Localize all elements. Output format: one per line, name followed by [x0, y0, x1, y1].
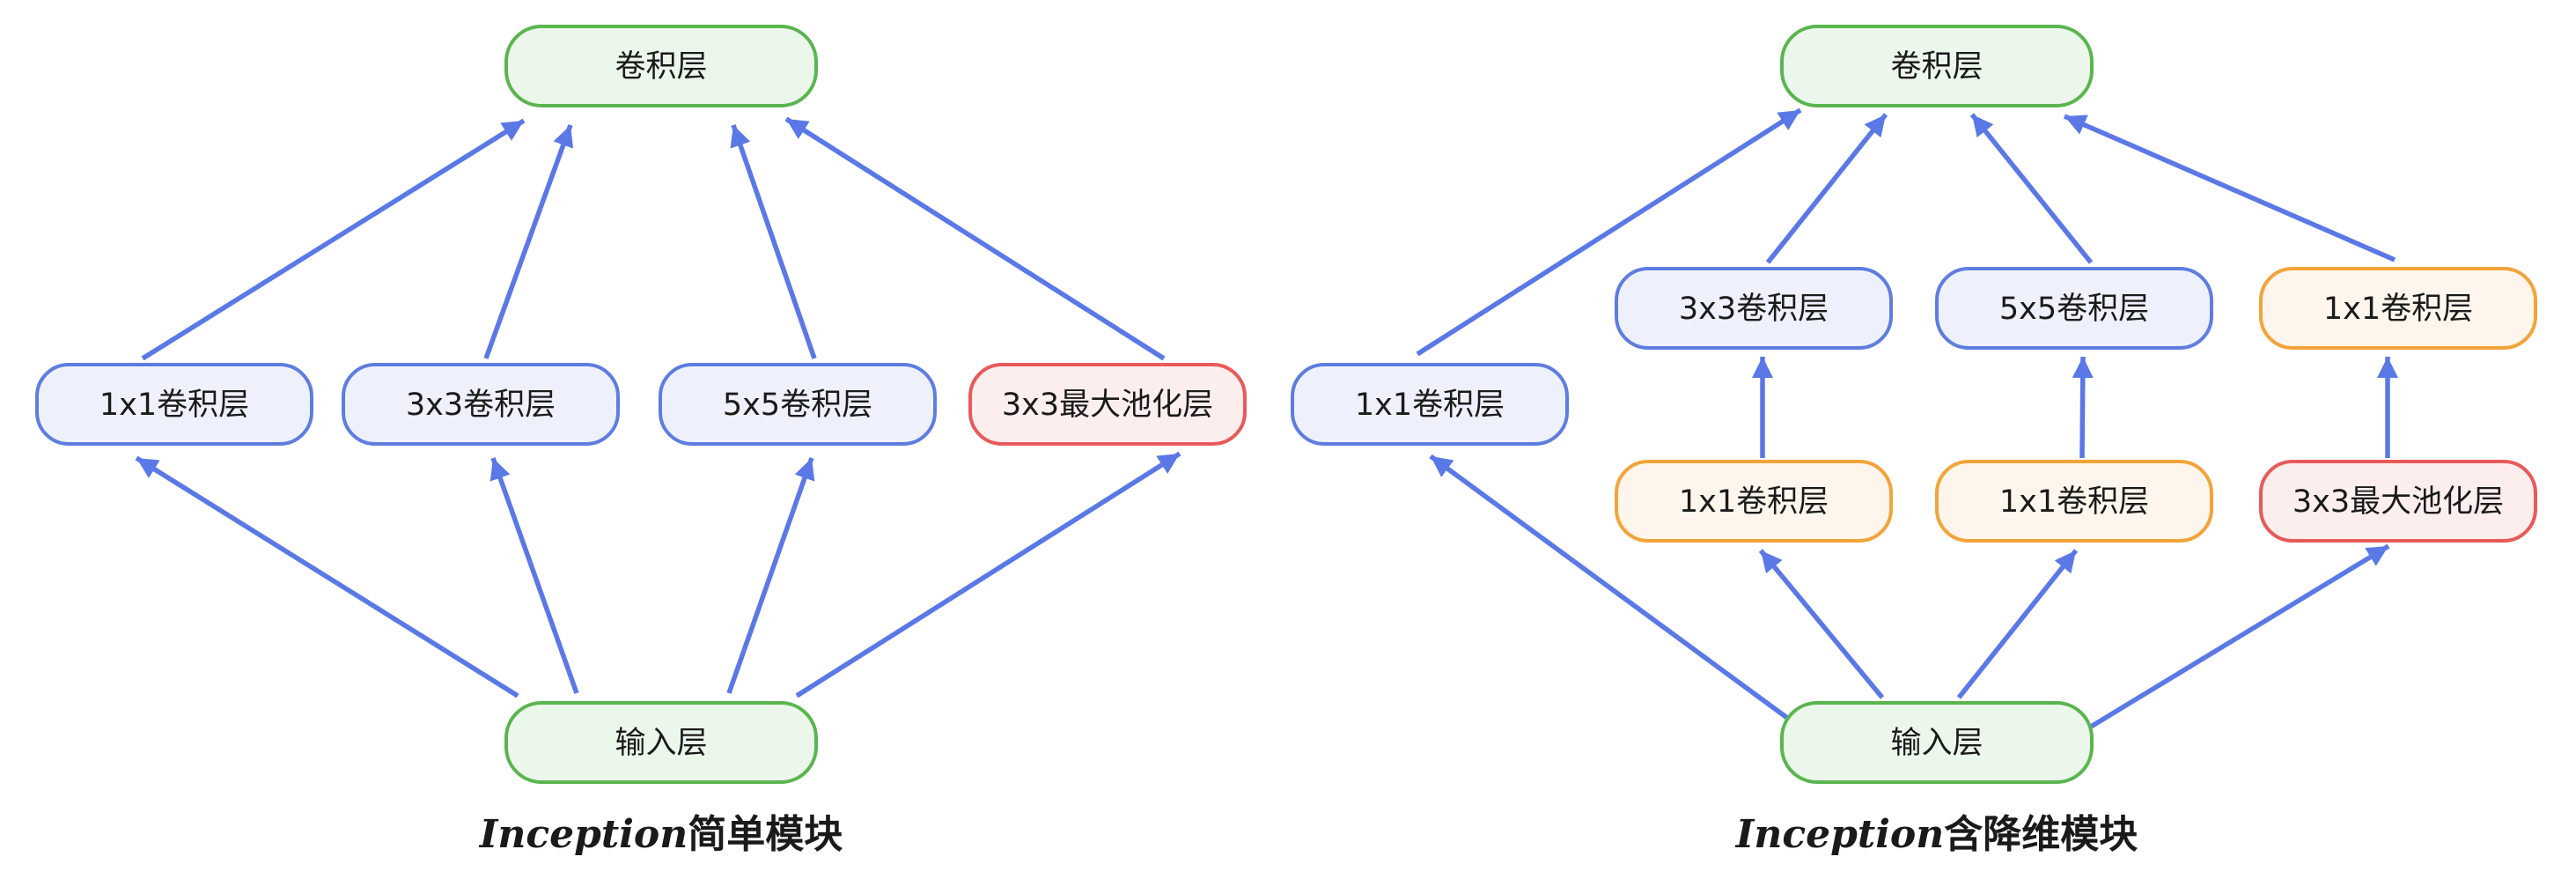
simple-caption: Inception简单模块 — [478, 812, 843, 857]
reduced-input-label: 输入层 — [1890, 726, 1983, 761]
simple-edges — [135, 116, 1181, 698]
simple-branch-pool: 3x3最大池化层 — [968, 363, 1247, 446]
reduced-output-label: 卷积层 — [1890, 49, 1983, 85]
simple-output-label: 卷积层 — [615, 49, 707, 85]
simple-branch-3x3: 3x3卷积层 — [342, 363, 620, 446]
edge-3x3-to-output — [483, 124, 574, 359]
reduced-caption: Inception含降维模块 — [1734, 812, 2138, 857]
simple-branch-3x3-label: 3x3卷积层 — [406, 388, 556, 423]
reduced-upper-branch-5x5-label: 5x5卷积层 — [1999, 292, 2149, 327]
simple-output-node: 卷积层 — [504, 25, 818, 107]
reduced-direct-branch: 1x1卷积层 — [1291, 363, 1569, 446]
simple-caption-cn: 简单模块 — [688, 812, 843, 857]
simple-branch-5x5: 5x5卷积层 — [659, 363, 937, 446]
reduced-module: 卷积层 1x1卷积层 3x3卷积层 5x5卷积层 1x1卷积层 1x1卷积层 1… — [1291, 25, 2537, 857]
reduced-lower-branch-0: 1x1卷积层 — [1615, 460, 1893, 543]
simple-branch-1x1: 1x1卷积层 — [35, 363, 313, 446]
edge-r-upper0-to-output — [1765, 113, 1888, 264]
simple-branch-pool-label: 3x3最大池化层 — [1002, 388, 1213, 423]
edge-r-input-to-lower1 — [1956, 549, 2079, 699]
reduced-output-node: 卷积层 — [1780, 25, 2094, 107]
edge-input-to-5x5 — [726, 457, 815, 694]
simple-input-label: 输入层 — [615, 726, 707, 761]
edge-input-to-pool — [795, 451, 1181, 698]
edge-input-to-1x1 — [135, 455, 519, 698]
edge-r-upper1-to-output — [1969, 113, 2094, 264]
edge-r-direct-to-output — [1416, 107, 1802, 357]
reduced-edges — [1416, 107, 2398, 729]
simple-input-node: 输入层 — [504, 701, 818, 784]
reduced-lower-branch-1: 1x1卷积层 — [1935, 460, 2213, 543]
reduced-lower-branch-pool: 3x3最大池化层 — [2259, 460, 2537, 543]
reduced-upper-branch-1x1-label: 1x1卷积层 — [2323, 292, 2473, 327]
reduced-lower-branch-pool-label: 3x3最大池化层 — [2293, 484, 2504, 520]
reduced-lower-branch-1-label: 1x1卷积层 — [1999, 484, 2149, 520]
edge-r-lower1-to-upper1 — [2072, 356, 2094, 459]
reduced-direct-branch-label: 1x1卷积层 — [1355, 388, 1505, 423]
simple-module: 卷积层 1x1卷积层 3x3卷积层 5x5卷积层 3x3最大池化层 输入层 In… — [35, 25, 1247, 857]
reduced-lower-branch-0-label: 1x1卷积层 — [1679, 484, 1829, 520]
simple-branch-5x5-label: 5x5卷积层 — [723, 388, 872, 423]
edge-r-upper2-to-output — [2063, 114, 2396, 262]
simple-branch-1x1-label: 1x1卷积层 — [99, 388, 249, 423]
reduced-upper-branch-5x5: 5x5卷积层 — [1935, 267, 2213, 350]
reduced-input-node: 输入层 — [1780, 701, 2094, 784]
edge-r-input-to-lower2 — [2089, 543, 2390, 729]
simple-caption-latin: Inception — [478, 812, 688, 857]
edge-r-input-to-direct — [1429, 454, 1789, 720]
reduced-upper-branch-3x3: 3x3卷积层 — [1615, 267, 1893, 350]
reduced-caption-cn: 含降维模块 — [1944, 812, 2138, 857]
edge-5x5-to-output — [730, 124, 817, 359]
edge-input-to-3x3 — [489, 457, 579, 694]
reduced-caption-latin: Inception — [1734, 812, 1945, 857]
reduced-upper-branch-3x3-label: 3x3卷积层 — [1679, 292, 1829, 327]
edge-r-input-to-lower0 — [1758, 549, 1885, 699]
edge-pool-to-output — [784, 116, 1166, 361]
edge-1x1-to-output — [141, 118, 526, 361]
reduced-upper-branch-1x1: 1x1卷积层 — [2259, 267, 2537, 350]
